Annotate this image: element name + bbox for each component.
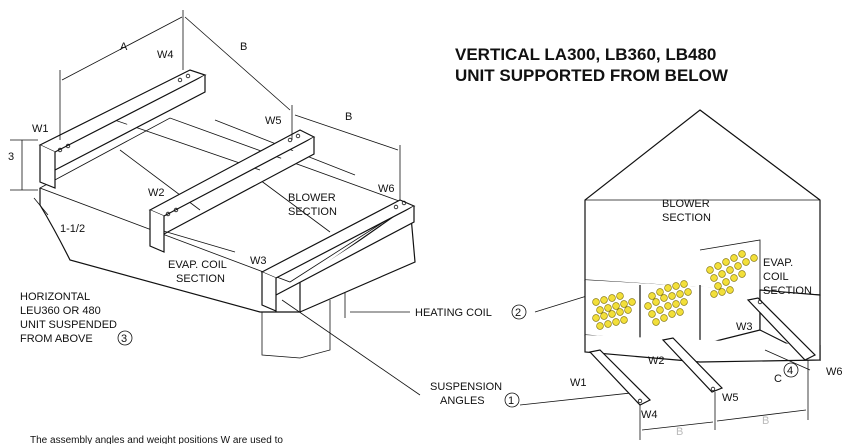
blower-label-right-2: SECTION <box>662 212 711 224</box>
w2-label-left: W2 <box>148 187 165 199</box>
w5-label-left: W5 <box>265 115 282 127</box>
dim-b2-label-right: B <box>762 415 769 427</box>
dim-b1-label-right: B <box>676 426 683 438</box>
horizontal-label-4: FROM ABOVE <box>20 333 93 345</box>
w6-label-left: W6 <box>378 183 395 195</box>
blower-label-right-1: BLOWER <box>662 198 710 210</box>
blower-label-left-1: BLOWER <box>288 192 336 204</box>
w4-label-left: W4 <box>157 49 174 61</box>
dim-c-number: 4 <box>787 365 793 377</box>
dim-b1-label-left: B <box>240 41 247 53</box>
suspension-angle-left-1 <box>38 69 207 189</box>
w5-label-right: W5 <box>722 392 739 404</box>
blower-label-left-2: SECTION <box>288 206 337 218</box>
horizontal-number: 3 <box>121 333 127 345</box>
horizontal-label-3: UNIT SUSPENDED <box>20 319 117 331</box>
w3-label-right: W3 <box>736 321 753 333</box>
evap-label-right-2: COIL <box>763 271 789 283</box>
w2-label-right: W2 <box>648 355 665 367</box>
suspension-angles-right <box>588 297 817 406</box>
evap-label-right-1: EVAP. <box>763 257 793 269</box>
callout-leaders <box>281 294 641 406</box>
dim-1-1-2-label: 1-1/2 <box>60 223 85 235</box>
suspension-number: 1 <box>508 395 514 407</box>
evap-label-left-2: SECTION <box>176 273 225 285</box>
dim-b2-label-left: B <box>345 111 352 123</box>
w4-label-right: W4 <box>641 409 658 421</box>
dim-c-label: C <box>774 373 782 385</box>
suspension-angle-left-3 <box>260 199 416 312</box>
heating-coil-number-circle <box>511 304 527 320</box>
horizontal-label-1: HORIZONTAL <box>20 291 90 303</box>
title-line-2: UNIT SUPPORTED FROM BELOW <box>455 66 729 85</box>
dim-a-label: A <box>120 41 128 53</box>
evap-label-left-1: EVAP. COIL <box>168 259 227 271</box>
dimension-lines-left <box>10 10 401 216</box>
w1-label-right: W1 <box>570 377 587 389</box>
suspension-number-circle <box>504 392 520 408</box>
suspension-label-2: ANGLES <box>440 395 485 407</box>
heating-coil-tubes <box>592 239 761 330</box>
heating-coil-number: 2 <box>515 307 521 319</box>
suspension-angle-left-2 <box>148 129 316 253</box>
evap-label-right-3: SECTION <box>763 285 812 297</box>
heating-coil-label: HEATING COIL <box>415 307 492 319</box>
title-line-1: VERTICAL LA300, LB360, LB480 <box>455 45 716 64</box>
dimension-lines-right <box>639 349 811 440</box>
suspension-label-1: SUSPENSION <box>430 381 502 393</box>
dim-c-number-circle <box>783 362 799 378</box>
w1-label-left: W1 <box>32 123 49 135</box>
footnote-text: The assembly angles and weight positions… <box>30 435 283 444</box>
horizontal-label-2: LEU360 OR 480 <box>20 305 101 317</box>
w6-label-right: W6 <box>826 366 843 378</box>
horizontal-number-circle <box>117 330 133 346</box>
dim-3-label: 3 <box>8 151 14 163</box>
w3-label-left: W3 <box>250 255 267 267</box>
